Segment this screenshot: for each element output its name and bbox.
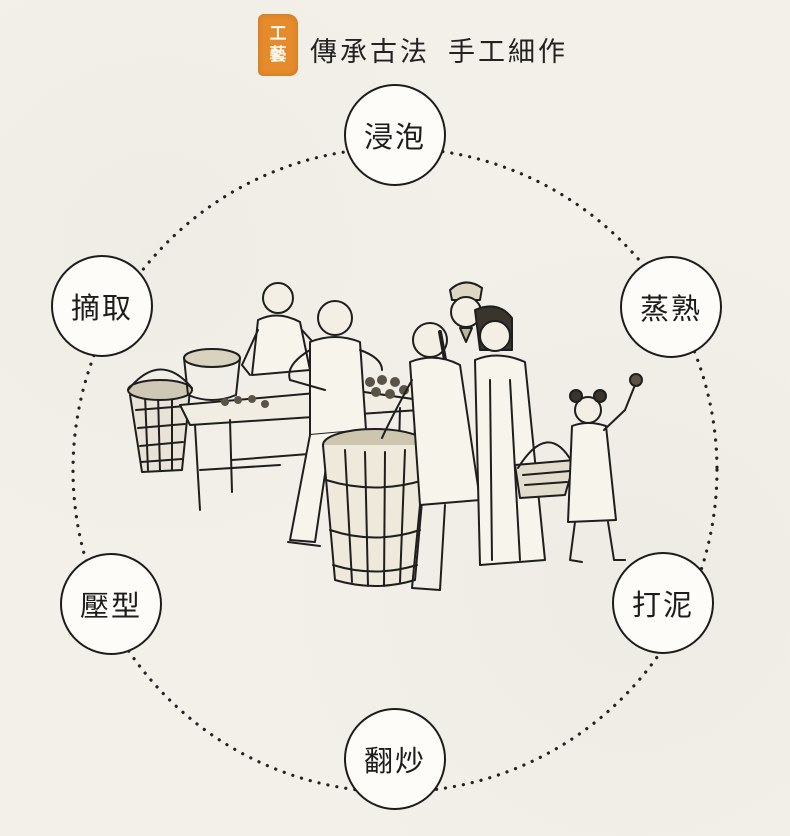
step-label: 打泥 [631,588,694,622]
workshop-illustration [127,281,643,591]
child [567,373,643,563]
step-label: 蒸熟 [639,292,702,326]
step-press: 壓型 [60,553,162,655]
step-stir-fry: 翻炒 [344,708,446,810]
dough-balls [221,375,409,408]
step-label: 翻炒 [363,744,426,778]
step-label: 摘取 [70,291,133,325]
step-label: 壓型 [79,589,142,623]
basin [183,348,241,401]
title-part-2: 手工細作 [448,37,568,68]
header-title: 傳承古法手工細作 [310,30,568,69]
step-pick: 摘取 [51,255,153,357]
step-soak: 浸泡 [344,84,446,186]
craft-seal-stamp: 工 藝 [258,14,298,76]
title-part-1: 傳承古法 [310,37,430,68]
elder-man [449,281,483,343]
seal-char-1: 工 [269,24,287,44]
woman-with-basket [474,305,576,566]
step-label: 浸泡 [363,120,426,154]
step-pound: 打泥 [612,552,714,654]
seal-char-2: 藝 [269,45,287,65]
wooden-barrel [322,428,428,587]
woman-with-braid [381,322,481,591]
header: 工 藝 傳承古法手工細作 [258,14,658,76]
basket-left [127,368,193,473]
step-steam: 蒸熟 [620,256,722,358]
